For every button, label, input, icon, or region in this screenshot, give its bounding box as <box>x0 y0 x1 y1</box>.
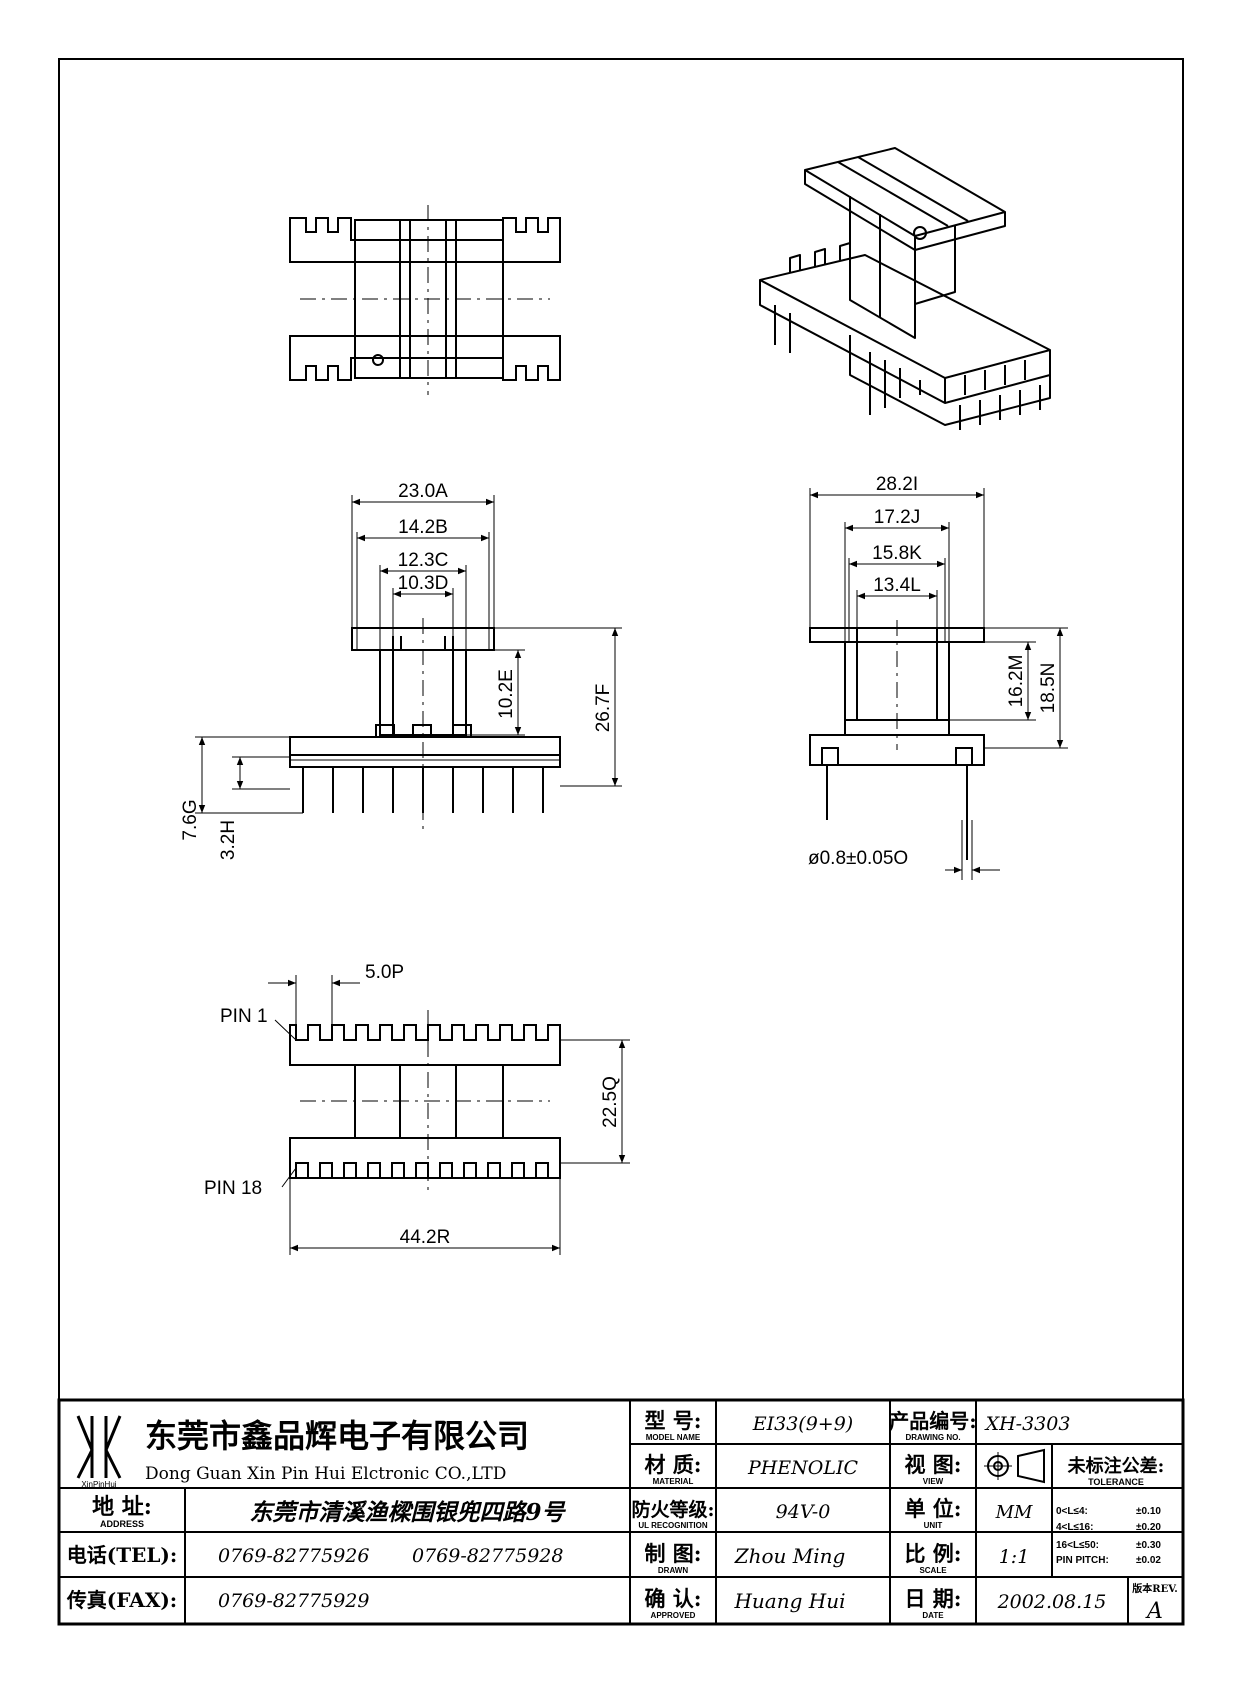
dim-a: 23.0A <box>398 481 448 502</box>
tolerance-value: ±0.10 <box>1136 1506 1161 1517</box>
unit-label: 单 位: <box>904 1496 961 1521</box>
drawing-no-value: XH-3303 <box>984 1413 1071 1435</box>
drawing-no-sub: DRAWING NO. <box>905 1433 960 1442</box>
isometric-view <box>759 147 1051 430</box>
ul-sub: UL RECOGNITION <box>638 1521 707 1530</box>
tolerance-value: ±0.02 <box>1136 1555 1161 1566</box>
company-logo <box>76 1415 122 1479</box>
ul-value: 94V-0 <box>776 1501 831 1523</box>
scale-value: 1:1 <box>999 1546 1030 1568</box>
projection-symbol <box>984 1448 1045 1484</box>
material-label: 材 质: <box>644 1452 701 1477</box>
unit-value: MM <box>995 1502 1033 1523</box>
drawn-label: 制 图: <box>644 1541 701 1566</box>
drawing-no-label: 产品编号: <box>889 1409 976 1433</box>
model-sub: MODEL NAME <box>646 1433 701 1442</box>
tel-value-2: 0769-82775928 <box>412 1545 563 1567</box>
date-sub: DATE <box>922 1611 944 1620</box>
pin18-label: PIN 18 <box>204 1178 262 1199</box>
dim-m: 16.2M <box>1006 655 1027 708</box>
model-label: 型 号: <box>644 1408 701 1433</box>
tolerance-label: 未标注公差: <box>1068 1455 1165 1477</box>
front-view-dimensions <box>195 495 622 814</box>
dim-g: 7.6G <box>180 799 201 840</box>
company-name-en: Dong Guan Xin Pin Hui Elctronic CO.,LTD <box>145 1464 506 1484</box>
tolerance-value: ±0.30 <box>1136 1540 1161 1551</box>
dim-h: 3.2H <box>218 820 239 860</box>
rev-value: A <box>1145 1599 1163 1624</box>
company-name-cn: 东莞市鑫品辉电子有限公司 <box>145 1417 529 1455</box>
tolerance-value: ±0.20 <box>1136 1522 1161 1533</box>
front-view <box>289 618 561 830</box>
tolerance-sub: TOLERANCE <box>1088 1477 1144 1487</box>
address-sub: ADDRESS <box>100 1519 144 1529</box>
dim-n: 18.5N <box>1038 663 1059 714</box>
address-value: 东莞市清溪渔樑围银兜四路9号 <box>249 1499 566 1526</box>
unit-sub: UNIT <box>924 1521 943 1530</box>
dim-e: 10.2E <box>496 669 517 719</box>
dim-j: 17.2J <box>874 507 920 528</box>
title-block-text: XinPinHui 东莞市鑫品辉电子有限公司 Dong Guan Xin Pin… <box>66 1408 1178 1624</box>
view-sub: VIEW <box>923 1477 944 1486</box>
side-view <box>809 620 985 860</box>
scale-label: 比 例: <box>904 1541 961 1566</box>
date-value: 2002.08.15 <box>997 1591 1107 1613</box>
tel-value-1: 0769-82775926 <box>218 1545 369 1567</box>
drawn-value: Zhou Ming <box>734 1544 846 1568</box>
tolerance-range: 0<L≤4: <box>1056 1506 1088 1517</box>
dim-p: 5.0P <box>365 962 404 983</box>
ul-label: 防火等级: <box>631 1498 714 1521</box>
dim-l: 13.4L <box>873 575 921 596</box>
dim-i: 28.2I <box>876 474 918 495</box>
logo-text: XinPinHui <box>81 1480 116 1489</box>
approved-label: 确 认: <box>644 1586 701 1611</box>
pin1-label: PIN 1 <box>220 1006 268 1027</box>
dim-b: 14.2B <box>398 517 448 538</box>
dimension-labels: 23.0A 14.2B 12.3C 10.3D 10.2E 26.7F 7.6G… <box>180 474 1059 1248</box>
drawn-sub: DRAWN <box>658 1566 688 1575</box>
dim-c: 12.3C <box>398 550 449 571</box>
rev-label: 版本REV. <box>1132 1582 1177 1595</box>
material-sub: MATERIAL <box>653 1477 694 1486</box>
view-label: 视 图: <box>904 1452 961 1477</box>
approved-value: Huang Hui <box>733 1589 845 1613</box>
top-view <box>289 205 561 395</box>
title-block <box>57 1398 1185 1626</box>
address-label: 地 址: <box>92 1494 152 1520</box>
tel-label: 电话(TEL): <box>67 1543 178 1567</box>
approved-sub: APPROVED <box>651 1611 696 1620</box>
dim-f: 26.7F <box>593 684 614 733</box>
dim-r: 44.2R <box>400 1227 451 1248</box>
fax-value: 0769-82775929 <box>218 1590 369 1612</box>
tolerance-range: 4<L≤16: <box>1056 1522 1093 1533</box>
dim-k: 15.8K <box>872 543 922 564</box>
fax-label: 传真(FAX): <box>66 1588 177 1612</box>
scale-sub: SCALE <box>919 1566 947 1575</box>
bottom-view-dimensions <box>268 975 630 1255</box>
dim-q: 22.5Q <box>600 1076 621 1128</box>
material-value: PHENOLIC <box>747 1457 859 1479</box>
date-label: 日 期: <box>904 1586 961 1611</box>
side-view-dimensions <box>809 488 1068 880</box>
bottom-view <box>289 1010 561 1190</box>
dim-d: 10.3D <box>398 573 449 594</box>
tolerance-range: PIN PITCH: <box>1056 1555 1109 1566</box>
tolerance-range: 16<L≤50: <box>1056 1540 1099 1551</box>
model-value: EI33(9+9) <box>752 1413 853 1435</box>
dim-o: ø0.8±0.05O <box>808 848 908 869</box>
